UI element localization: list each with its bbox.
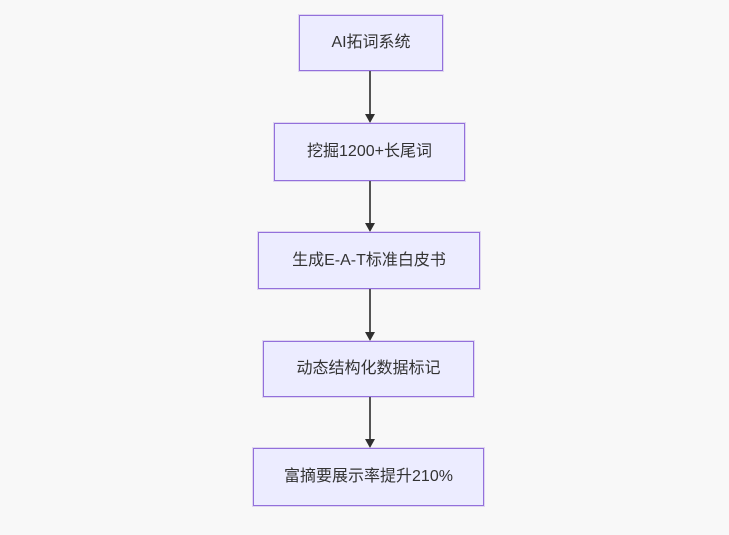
flow-node-longtail-mining: 挖掘1200+长尾词 bbox=[274, 123, 465, 181]
flow-node-label: 富摘要展示率提升210% bbox=[284, 468, 453, 486]
arrow-shaft bbox=[369, 289, 371, 334]
arrow-down-icon bbox=[364, 397, 376, 448]
flow-node-rich-snippet-rate: 富摘要展示率提升210% bbox=[253, 448, 484, 506]
flow-node-label: 挖掘1200+长尾词 bbox=[307, 143, 432, 161]
arrow-down-icon bbox=[364, 289, 376, 341]
arrow-down-icon bbox=[364, 181, 376, 232]
flow-node-structured-data-markup: 动态结构化数据标记 bbox=[263, 341, 474, 397]
flow-node-label: 生成E-A-T标准白皮书 bbox=[292, 251, 446, 269]
arrow-shaft bbox=[369, 181, 371, 225]
arrowhead-icon bbox=[365, 223, 375, 232]
arrowhead-icon bbox=[365, 332, 375, 341]
flow-node-ai-keyword-system: AI拓词系统 bbox=[299, 15, 443, 71]
arrow-down-icon bbox=[364, 71, 376, 123]
arrow-shaft bbox=[369, 397, 371, 441]
flow-node-eat-whitepaper: 生成E-A-T标准白皮书 bbox=[258, 232, 480, 289]
arrowhead-icon bbox=[365, 114, 375, 123]
arrowhead-icon bbox=[365, 439, 375, 448]
arrow-shaft bbox=[369, 71, 371, 116]
flow-node-label: AI拓词系统 bbox=[331, 34, 411, 52]
flow-node-label: 动态结构化数据标记 bbox=[296, 360, 441, 378]
